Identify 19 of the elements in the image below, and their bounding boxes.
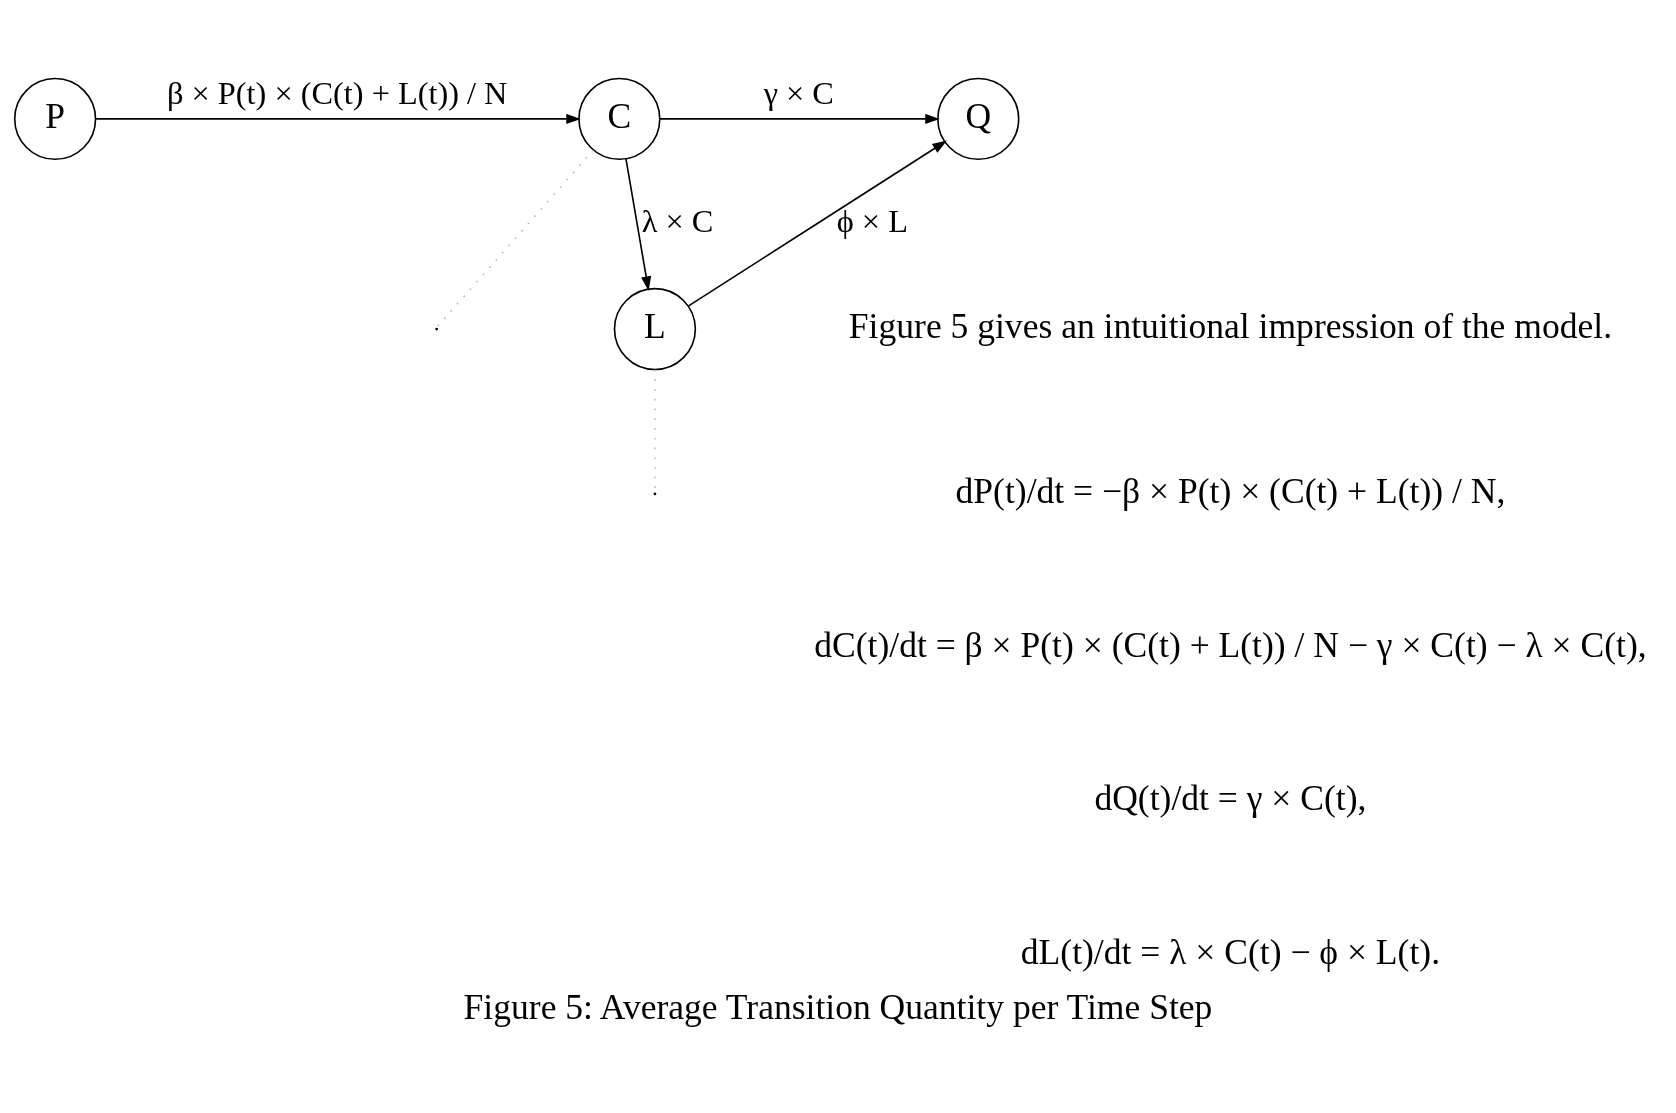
label: dC(t)/dt = β × P(t) × (C(t) + L(t)) / N − γ × C(t) − λ × C(t), [814,624,1647,665]
edge-label: β × P(t) × (C(t) + L(t)) / N [166,74,508,111]
edge-label: γ × C [763,74,834,111]
arrow [687,140,947,307]
label: dQ(t)/dt = γ × C(t), [1094,777,1367,818]
edge-label: ϕ × L [836,202,908,239]
caption: Figure 5: Average Transition Quantity per Time Step [463,986,1213,1027]
node-circle: P [13,77,97,160]
arrow [94,113,581,124]
node-circle: C [578,77,661,160]
edge-label: λ × C [641,202,714,239]
label: dP(t)/dt = −β × P(t) × (C(t) + L(t)) / N, [955,470,1506,511]
node-circle: L [613,287,697,370]
node-circle: Q [937,77,1020,160]
label: dL(t)/dt = λ × C(t) − ϕ × L(t). [1020,931,1441,972]
label: Figure 5 gives an intuitional impression of the model. [848,305,1613,346]
arrow [625,157,652,291]
arrow [659,113,940,124]
connector [435,148,594,328]
